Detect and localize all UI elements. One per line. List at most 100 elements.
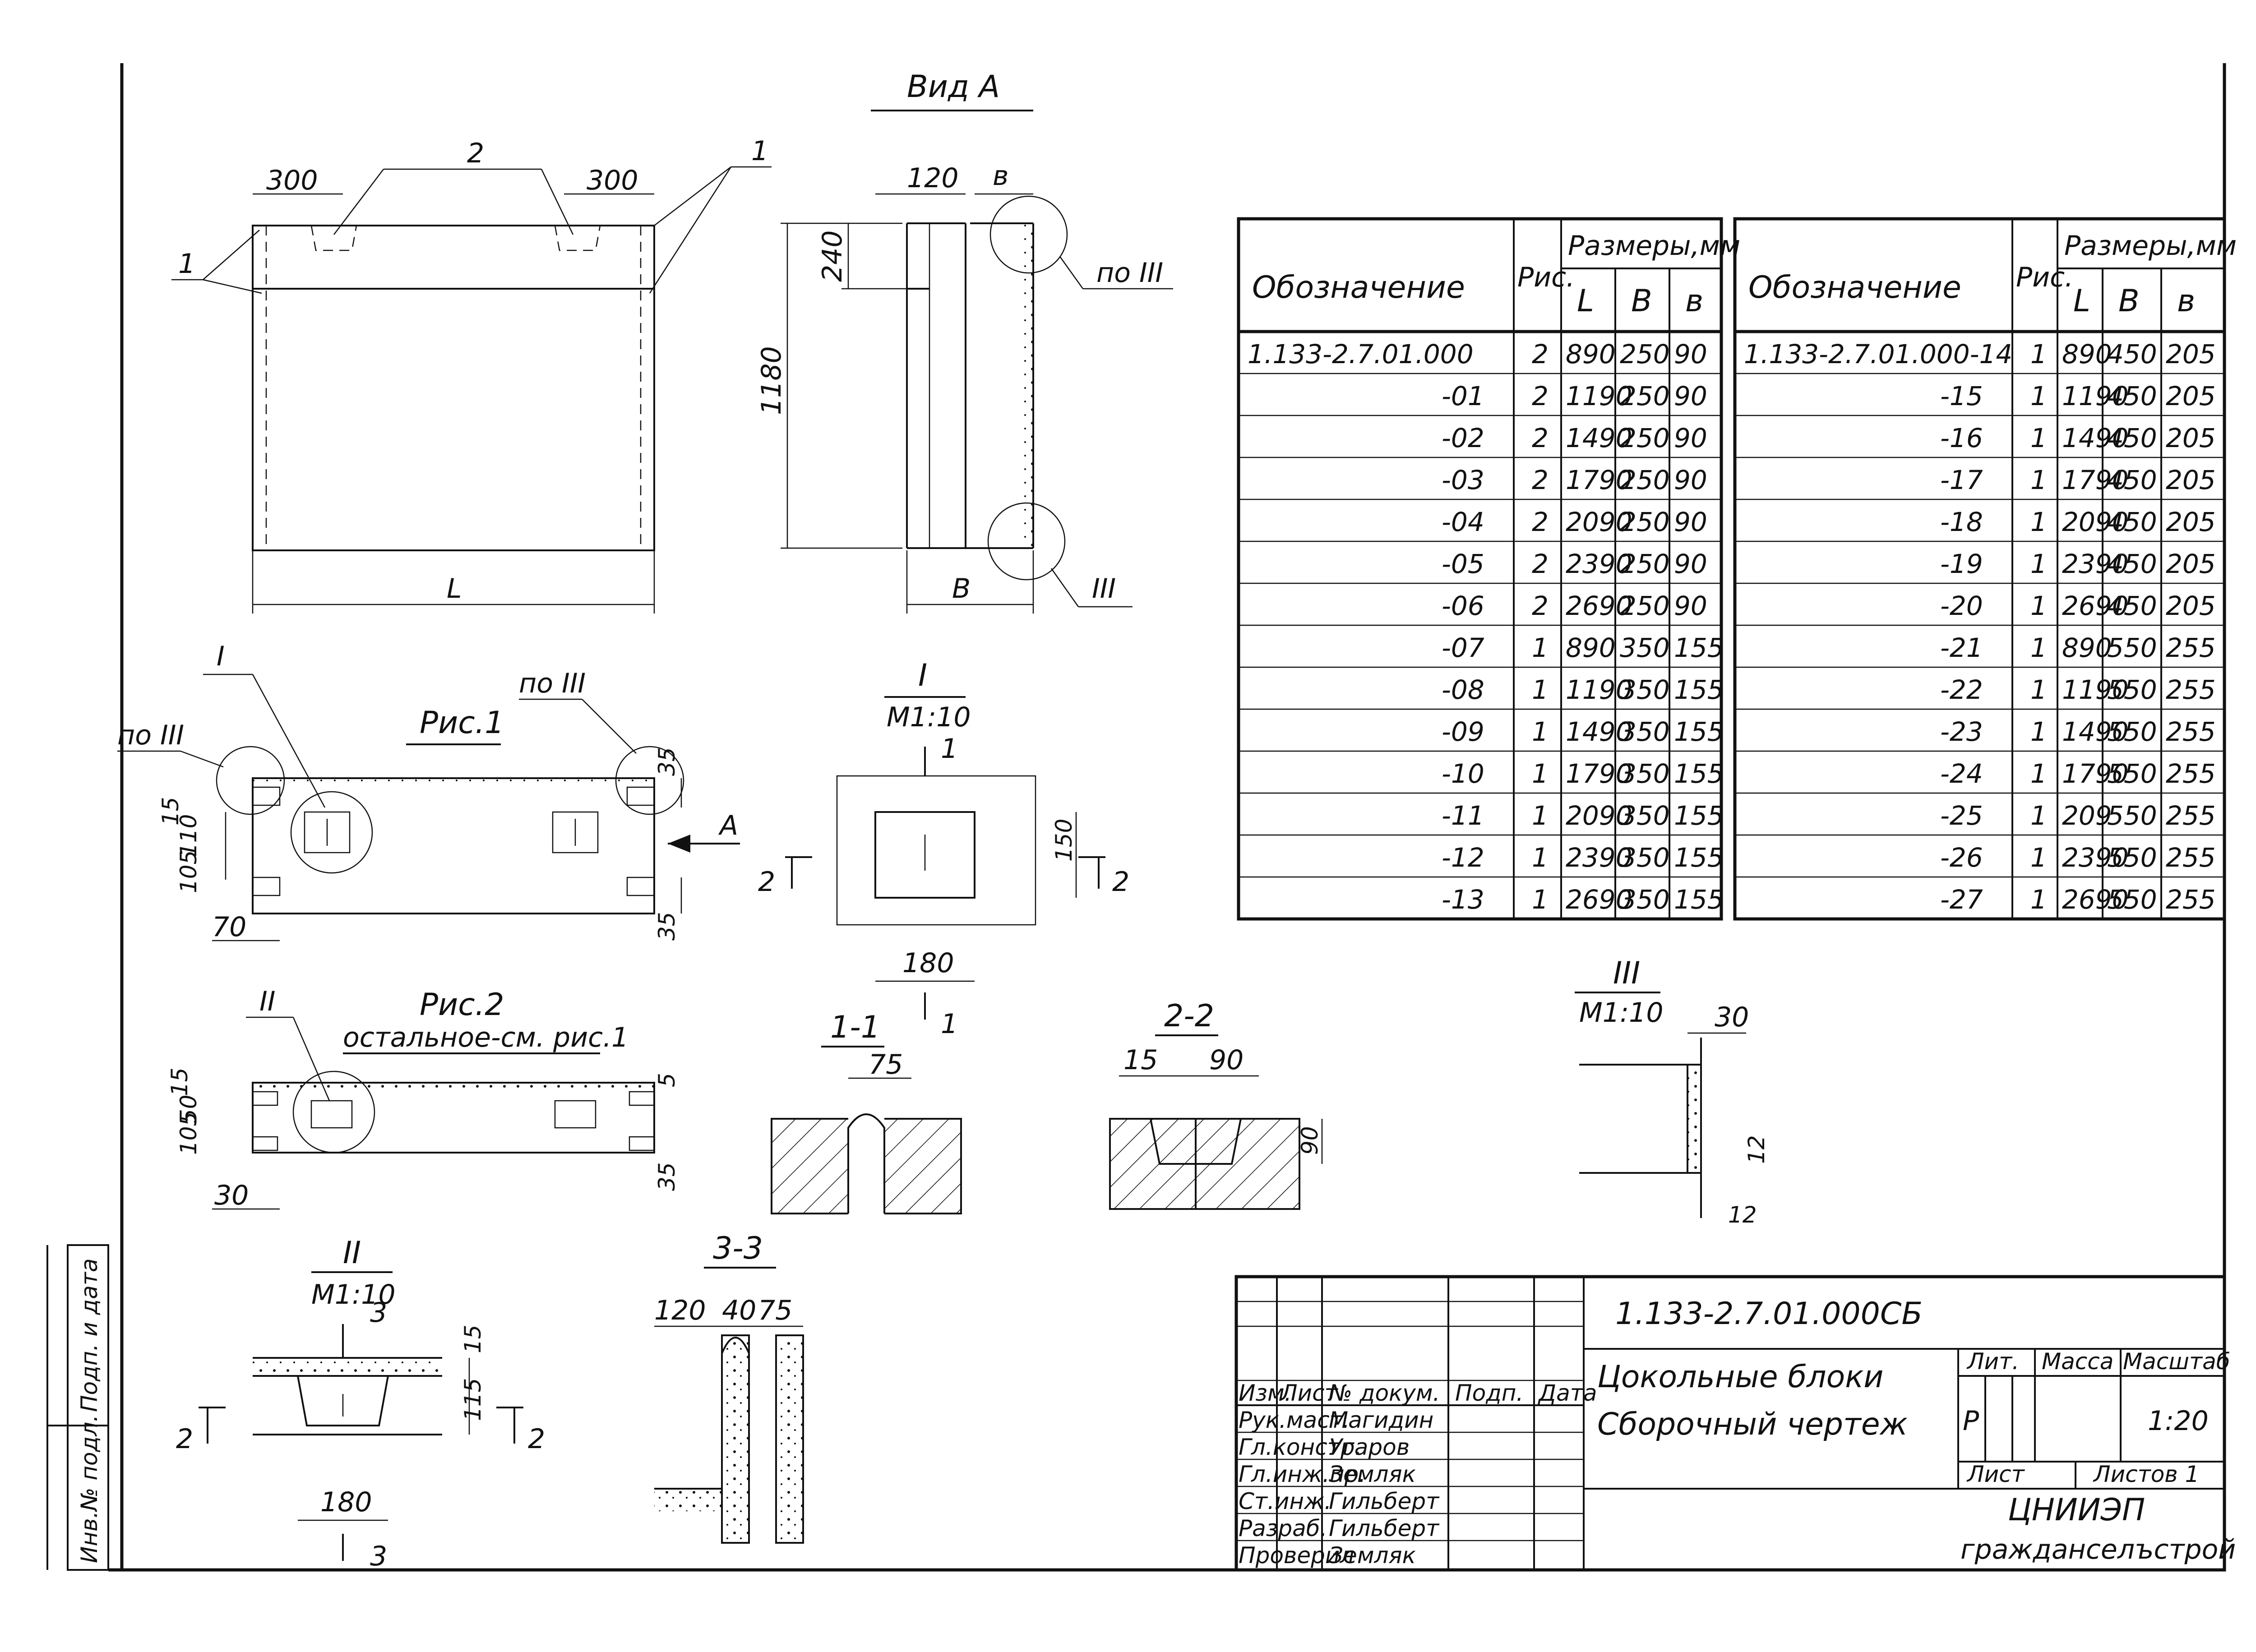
spec-row-B: 450 — [2107, 339, 2157, 369]
dim-90-sec22: 90 — [1209, 1044, 1244, 1076]
tb-person-name: Гильберт — [1329, 1488, 1440, 1514]
spec-row-fig: 1 — [1532, 842, 1549, 873]
detail-2-scale: М1:10 — [311, 1279, 396, 1311]
spec-row-b: 205 — [2166, 339, 2216, 369]
spec-row-B: 450 — [2107, 549, 2157, 579]
dim-5: 5 — [654, 1073, 680, 1087]
dim-240: 240 — [817, 230, 848, 282]
tb-person-name: Гильберт — [1329, 1515, 1440, 1541]
spec-row-fig: 2 — [1532, 339, 1549, 369]
spec-row-fig: 1 — [2030, 549, 2047, 579]
tb-lit-value: Р — [1963, 1405, 1979, 1437]
spec-row-b: 205 — [2166, 549, 2216, 579]
dim-150: 150 — [1051, 819, 1077, 862]
spec-row-B: 550 — [2107, 884, 2157, 915]
spec-row-L: 1490 — [2062, 716, 2129, 747]
spec-row-B: 450 — [2107, 381, 2157, 411]
ref-3-bottom: III — [1092, 573, 1116, 605]
section-2-2: 2-2 15 90 90 — [1109, 998, 1323, 1210]
spec-row-b: 155 — [1674, 716, 1724, 747]
spec-hdr-B-left: В — [1631, 283, 1652, 319]
spec-row-fig: 1 — [2030, 507, 2047, 537]
spec-row-b: 255 — [2166, 716, 2216, 747]
spec-row-b: 155 — [1674, 758, 1724, 789]
section-11-title: 1-1 — [830, 1010, 880, 1045]
spec-hdr-designation-right: Обозначение — [1748, 270, 1961, 305]
tb-person-role: Разраб. — [1239, 1515, 1327, 1541]
spec-row-name: -03 — [1442, 465, 1484, 495]
dim-35-fig2: 35 — [654, 1162, 680, 1191]
spec-row-name: -26 — [1940, 842, 1983, 873]
spec-row-L: 890 — [1566, 632, 1616, 663]
spec-row-fig: 1 — [2030, 884, 2047, 915]
fig2-title: Рис.2 — [420, 987, 504, 1023]
spec-row-L: 1190 — [2062, 381, 2129, 411]
spec-row-L: 2390 — [1566, 549, 1632, 579]
spec-row-name: -19 — [1940, 549, 1983, 579]
tb-col-date: Дата — [1538, 1380, 1597, 1406]
spec-hdr-sizes-left: Размеры,мм — [1568, 230, 1740, 262]
spec-row-fig: 1 — [1532, 800, 1549, 831]
ref-po-3-right: по III — [519, 668, 586, 699]
section-3-3: 3-3 120 40 75 — [654, 1231, 804, 1544]
spec-row-fig: 2 — [1532, 381, 1549, 411]
spec-row-B: 250 — [1620, 507, 1670, 537]
dim-110: 110 — [176, 814, 202, 857]
spec-hdr-b-left: в — [1685, 283, 1703, 319]
spec-row-b: 155 — [1674, 800, 1724, 831]
spec-row-name: -24 — [1940, 758, 1983, 789]
spec-row-b: 90 — [1674, 423, 1707, 453]
spec-row-B: 550 — [2107, 800, 2157, 831]
detail-2-sec-2-left: 2 — [176, 1423, 193, 1455]
ref-po-3-left: по III — [117, 720, 184, 751]
spec-row-L: 209 — [2062, 800, 2112, 831]
dim-B-side: В — [952, 573, 971, 605]
spec-row-L: 2090 — [2062, 507, 2129, 537]
fig2-plan: Рис.2 остальное-см. рис.1 II 5 35 15 50 … — [166, 986, 680, 1211]
spec-row-name: -27 — [1940, 884, 1983, 915]
tb-org-line2: гражданселъстрой — [1960, 1534, 2236, 1565]
spec-row-name: -05 — [1442, 549, 1484, 579]
spec-hdr-b-right: в — [2177, 283, 2195, 319]
spec-row-B: 350 — [1620, 884, 1670, 915]
spec-row-L: 1790 — [1566, 465, 1632, 495]
fig1-title: Рис.1 — [420, 705, 504, 741]
spec-row-B: 550 — [2107, 632, 2157, 663]
spec-row-L: 1190 — [2062, 674, 2129, 705]
spec-row-name: -01 — [1442, 381, 1484, 411]
spec-row-B: 450 — [2107, 423, 2157, 453]
spec-hdr-B-right: В — [2118, 283, 2140, 319]
spec-row-L: 890 — [2062, 632, 2112, 663]
spec-row-fig: 1 — [1532, 884, 1549, 915]
dim-120-sec33: 120 — [654, 1295, 706, 1326]
detail-3: III М1:10 30 12 12 — [1575, 955, 1770, 1228]
dim-15: 15 — [157, 797, 184, 826]
spec-row-b: 90 — [1674, 381, 1707, 411]
spec-row-b: 255 — [2166, 884, 2216, 915]
spec-row-L: 1490 — [1566, 716, 1632, 747]
spec-row-B: 350 — [1620, 632, 1670, 663]
spec-row-B: 550 — [2107, 758, 2157, 789]
side-stamp: Подп. и дата Инв.№ подл. — [46, 1244, 109, 1571]
spec-row-b: 90 — [1674, 465, 1707, 495]
spec-row-fig: 1 — [2030, 800, 2047, 831]
detail-3-title: III — [1613, 955, 1640, 991]
tb-doc-code: 1.133-2.7.01.000СБ — [1615, 1296, 1923, 1332]
dim-1180: 1180 — [756, 346, 787, 415]
spec-row-b: 255 — [2166, 674, 2216, 705]
dim-12-vert: 12 — [1743, 1135, 1770, 1164]
dim-40-sec33: 40 — [722, 1295, 756, 1326]
spec-row-b: 255 — [2166, 632, 2216, 663]
spec-row-L: 2690 — [2062, 884, 2129, 915]
spec-row-L: 890 — [1566, 339, 1616, 369]
spec-hdr-sizes-right: Размеры,мм — [2064, 230, 2237, 262]
spec-row-B: 350 — [1620, 842, 1670, 873]
spec-row-fig: 1 — [1532, 716, 1549, 747]
tb-person-role: Ст.инж. — [1239, 1488, 1331, 1514]
spec-row-b: 205 — [2166, 423, 2216, 453]
dim-180-detail2: 180 — [320, 1486, 372, 1518]
spec-row-L: 2390 — [2062, 549, 2129, 579]
dim-15-sec22: 15 — [1123, 1044, 1158, 1076]
spec-row-b: 255 — [2166, 800, 2216, 831]
